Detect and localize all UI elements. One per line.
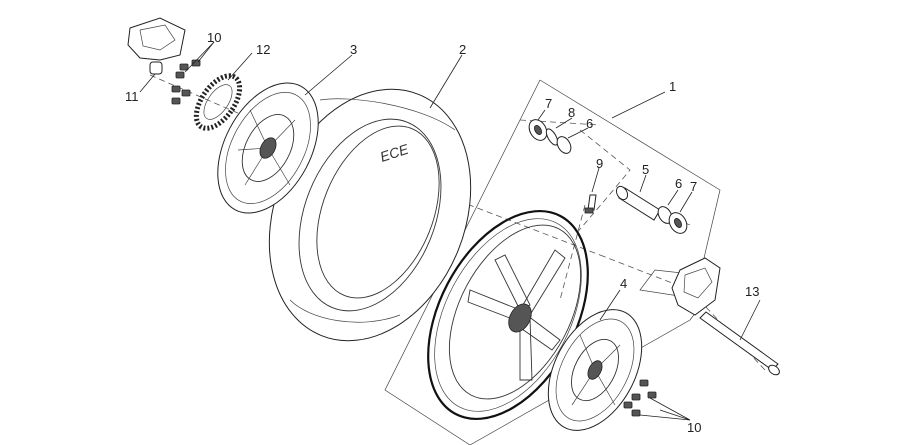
callouts: 1 2 3 4 5 6 6 7 7 8 9 10 10 11 12 13 (125, 30, 759, 435)
caliper-left (127, 17, 186, 75)
callout-3: 3 (350, 42, 357, 57)
callout-6b: 6 (675, 176, 682, 191)
callout-7b: 7 (690, 179, 697, 194)
callout-5: 5 (642, 162, 649, 177)
callout-2: 2 (459, 42, 466, 57)
caliper-right (671, 257, 721, 316)
callout-8: 8 (568, 105, 575, 120)
callout-11: 11 (125, 89, 139, 104)
brake-disc-left (217, 82, 319, 214)
callout-6a: 6 (586, 116, 593, 131)
callout-4: 4 (620, 276, 627, 291)
bearings-left (528, 119, 572, 154)
tyre-valve (584, 194, 597, 214)
callout-1: 1 (669, 79, 676, 94)
callout-9: 9 (596, 156, 603, 171)
callout-10b: 10 (687, 420, 701, 435)
brake-disc-right (547, 309, 643, 431)
bolts-left (171, 59, 201, 105)
callout-13: 13 (745, 284, 759, 299)
leader-lines (139, 41, 761, 421)
wheel-spindle (699, 311, 780, 376)
tone-wheel (193, 73, 243, 131)
assembly-outline (384, 79, 721, 445)
spacer-bearings-right (615, 185, 688, 234)
bolts-right (623, 379, 657, 417)
tyre: ECE (268, 88, 472, 342)
callout-12: 12 (256, 42, 270, 57)
callout-7a: 7 (545, 96, 552, 111)
callout-10a: 10 (207, 30, 221, 45)
